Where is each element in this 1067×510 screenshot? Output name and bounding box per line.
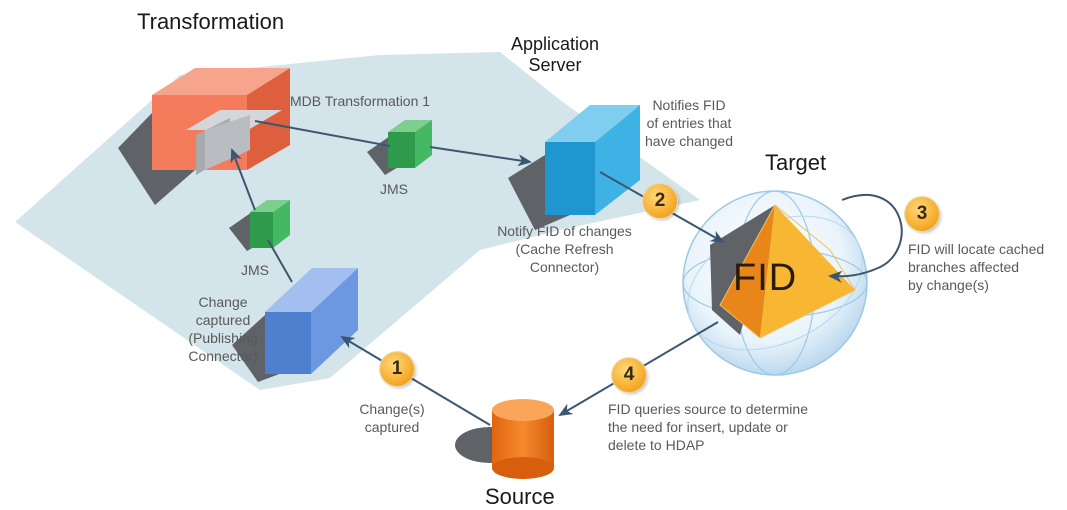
notify-fid-changes-label: Notify FID of changes (Cache Refresh Con… [497, 223, 632, 275]
fid-locate-label: FID will locate cached branches affected… [908, 241, 1045, 293]
target-sphere [682, 190, 868, 376]
jms-top-label: JMS [380, 181, 408, 197]
jms-box-top [367, 120, 432, 175]
source-title: Source [485, 484, 555, 509]
step-badge-1: 1 [380, 352, 414, 386]
publishing-connector-box [232, 268, 358, 382]
transformation-box [118, 68, 290, 205]
step-badge-3: 3 [905, 197, 939, 231]
fid-label: FID [733, 257, 798, 299]
transformation-title: Transformation [137, 9, 285, 34]
changes-captured-label: Change(s) captured [359, 401, 425, 435]
change-captured-label: Change captured (Publishing Connector) [188, 294, 258, 364]
arrow-target-self-loop [828, 193, 903, 283]
step-badge-4: 4 [612, 358, 646, 392]
arrow-jms-to-transformation [230, 148, 256, 211]
arrow-jms-to-app-server [429, 146, 532, 167]
arrow-source-to-publishing [340, 335, 491, 426]
jms-left-label: JMS [241, 262, 269, 278]
source-cylinder [455, 399, 554, 479]
arrow-mdb-to-jms [254, 120, 391, 147]
mdb-transformation-label: MDB Transformation 1 [290, 93, 431, 109]
step-badge-2: 2 [643, 184, 677, 218]
target-title: Target [765, 150, 827, 175]
fid-queries-label: FID queries source to determine the need… [608, 401, 808, 453]
jms-box-left [229, 200, 290, 251]
arrow-publishing-to-jms [267, 239, 293, 283]
notifies-fid-label: Notifies FID of entries that have change… [645, 97, 733, 149]
application-server-title: Application Server [510, 34, 600, 75]
